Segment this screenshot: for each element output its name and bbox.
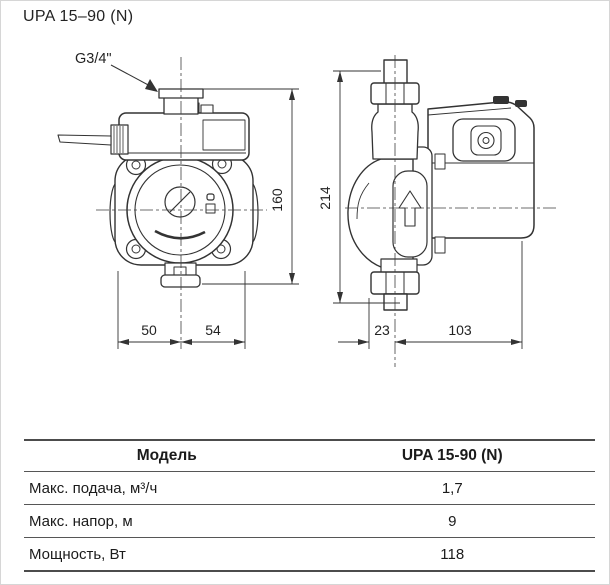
cable-gland — [110, 124, 129, 155]
table-row: Макс. подача, м³/ч 1,7 — [24, 471, 595, 504]
row-value-max-head: 9 — [448, 512, 457, 530]
leader-arrow — [145, 79, 158, 92]
row-value-power: 118 — [440, 545, 465, 563]
front-dimensions — [117, 88, 299, 349]
dim-label-103: 103 — [448, 322, 472, 338]
nameplate-slot-arc — [154, 229, 206, 240]
discharge-neck — [380, 258, 418, 274]
model-header-label: Модель — [136, 447, 197, 464]
top-pipe-stub — [383, 59, 408, 85]
bottom-port-flange — [160, 274, 201, 288]
mounting-clip-bottom — [434, 236, 446, 254]
port-size-label: G3/4" — [75, 51, 112, 67]
flow-direction-arrow-icon — [398, 190, 422, 227]
side-view-drawing — [345, 55, 559, 367]
mounting-clip-top — [434, 153, 446, 170]
row-label-max-flow: Макс. подача, м³/ч — [29, 479, 158, 497]
row-label-power: Мощность, Вт — [29, 545, 126, 563]
bottom-pipe-stub — [383, 293, 408, 311]
spec-table-header: Модель UPA 15-90 (N) — [24, 441, 595, 471]
model-header-value: UPA 15-90 (N) — [401, 447, 503, 464]
dim-label-54: 54 — [205, 322, 221, 338]
dim-label-23: 23 — [374, 322, 390, 338]
spec-table: Модель UPA 15-90 (N) Макс. подача, м³/ч … — [24, 439, 595, 572]
dim-label-160: 160 — [269, 188, 285, 212]
front-centerlines — [96, 57, 267, 349]
front-view-drawing — [57, 57, 267, 349]
side-dimensions — [333, 70, 523, 349]
side-centerlines — [345, 55, 559, 367]
dimension-drawing: G3/4" 160 50 54 — [57, 51, 559, 367]
table-row: Мощность, Вт 118 — [24, 537, 595, 570]
table-row: Макс. напор, м 9 — [24, 504, 595, 537]
row-label-max-head: Макс. напор, м — [29, 512, 133, 530]
vent-plug — [205, 203, 216, 214]
power-cable — [57, 134, 112, 146]
dim-label-50: 50 — [141, 322, 157, 338]
page-title: UPA 15–90 (N) — [23, 8, 134, 25]
motor-vent — [493, 96, 509, 104]
dim-label-214: 214 — [317, 186, 333, 210]
cable-entry-feature — [452, 118, 516, 162]
row-value-max-flow: 1,7 — [441, 479, 463, 497]
port-size-callout: G3/4" — [75, 51, 158, 92]
